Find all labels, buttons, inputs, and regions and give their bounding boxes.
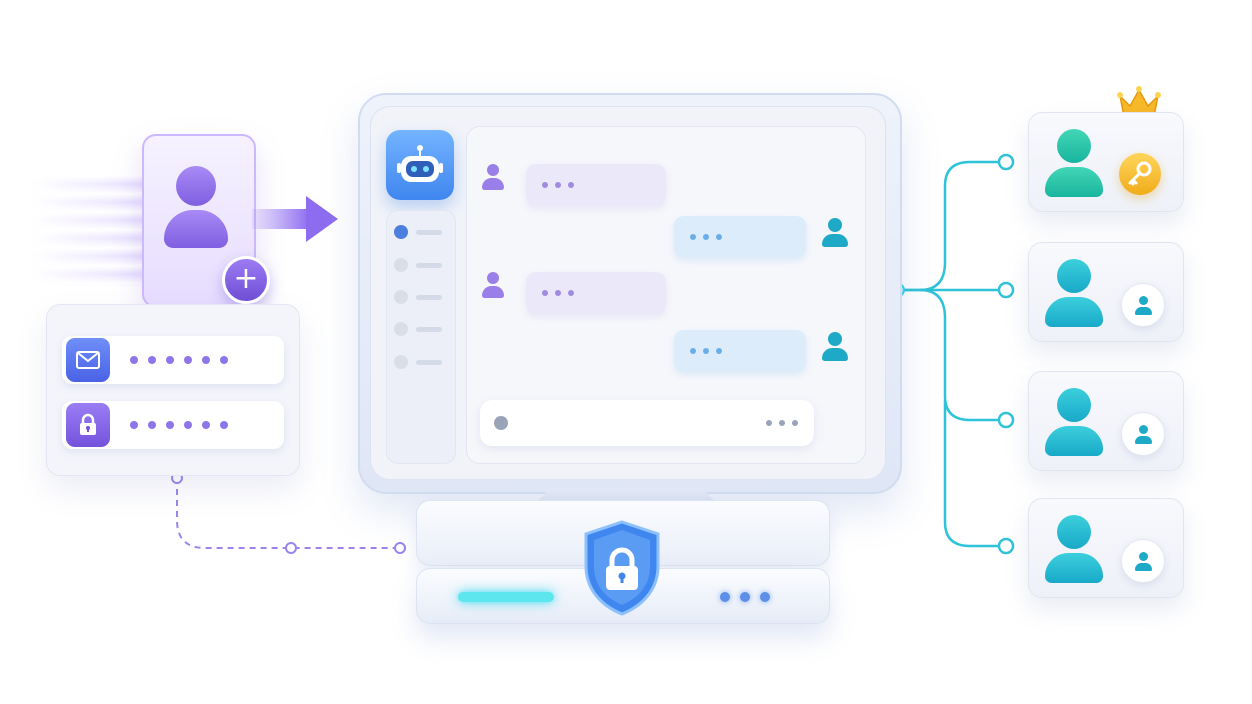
robot-icon (397, 145, 443, 182)
incoming-avatar-icon (482, 164, 504, 190)
chat-bubble-incoming (526, 272, 666, 314)
member-user-icon-body (1045, 426, 1103, 456)
connector-node (285, 542, 297, 554)
motion-streaks (30, 176, 150, 286)
sidebar-item[interactable] (394, 225, 442, 239)
server-leds (720, 592, 770, 602)
lock-icon (66, 403, 110, 447)
user-icon (1121, 539, 1165, 583)
connector-node (997, 281, 1015, 299)
incoming-avatar-icon (482, 272, 504, 298)
user-icon (1121, 412, 1165, 456)
signup-user-icon-body (164, 210, 228, 248)
chat-bubble-outgoing (674, 216, 806, 258)
chat-bubble-incoming (526, 164, 666, 206)
attach-icon[interactable] (494, 416, 508, 430)
password-field[interactable] (62, 401, 284, 449)
sidebar-item[interactable] (394, 258, 442, 272)
connector-node (997, 153, 1015, 171)
flow-arrow-icon (252, 209, 310, 229)
member-user-icon (1057, 388, 1091, 422)
admin-user-icon (1057, 129, 1091, 163)
sidebar-item[interactable] (394, 355, 442, 369)
email-field[interactable] (62, 336, 284, 384)
member-user-icon (1057, 259, 1091, 293)
assistant-button[interactable] (386, 130, 454, 200)
team-member-card[interactable] (1028, 371, 1184, 471)
server-status-light (458, 592, 554, 602)
outgoing-avatar-icon (822, 218, 848, 247)
email-masked-value (130, 356, 228, 364)
connector-node (394, 542, 406, 554)
mail-icon (66, 338, 110, 382)
team-member-card[interactable] (1028, 242, 1184, 342)
member-user-icon-body (1045, 297, 1103, 327)
composer-placeholder (766, 420, 798, 426)
outgoing-avatar-icon (822, 332, 848, 361)
team-member-card-admin[interactable] (1028, 112, 1184, 212)
member-user-icon (1057, 515, 1091, 549)
key-icon (1119, 153, 1161, 195)
sidebar-item[interactable] (394, 322, 442, 336)
sidebar (386, 210, 456, 464)
sidebar-item[interactable] (394, 290, 442, 304)
team-member-card[interactable] (1028, 498, 1184, 598)
password-masked-value (130, 421, 228, 429)
member-user-icon-body (1045, 553, 1103, 583)
message-composer-input[interactable] (480, 400, 814, 446)
connector-node (997, 537, 1015, 555)
shield-lock-icon (584, 520, 660, 616)
connector-node (997, 411, 1015, 429)
signup-user-icon (176, 166, 216, 206)
admin-user-icon-body (1045, 167, 1103, 197)
chat-bubble-outgoing (674, 330, 806, 372)
user-icon (1121, 283, 1165, 327)
flow-arrow-head (306, 196, 338, 242)
login-panel (46, 304, 300, 476)
add-user-button[interactable]: + (222, 256, 270, 304)
